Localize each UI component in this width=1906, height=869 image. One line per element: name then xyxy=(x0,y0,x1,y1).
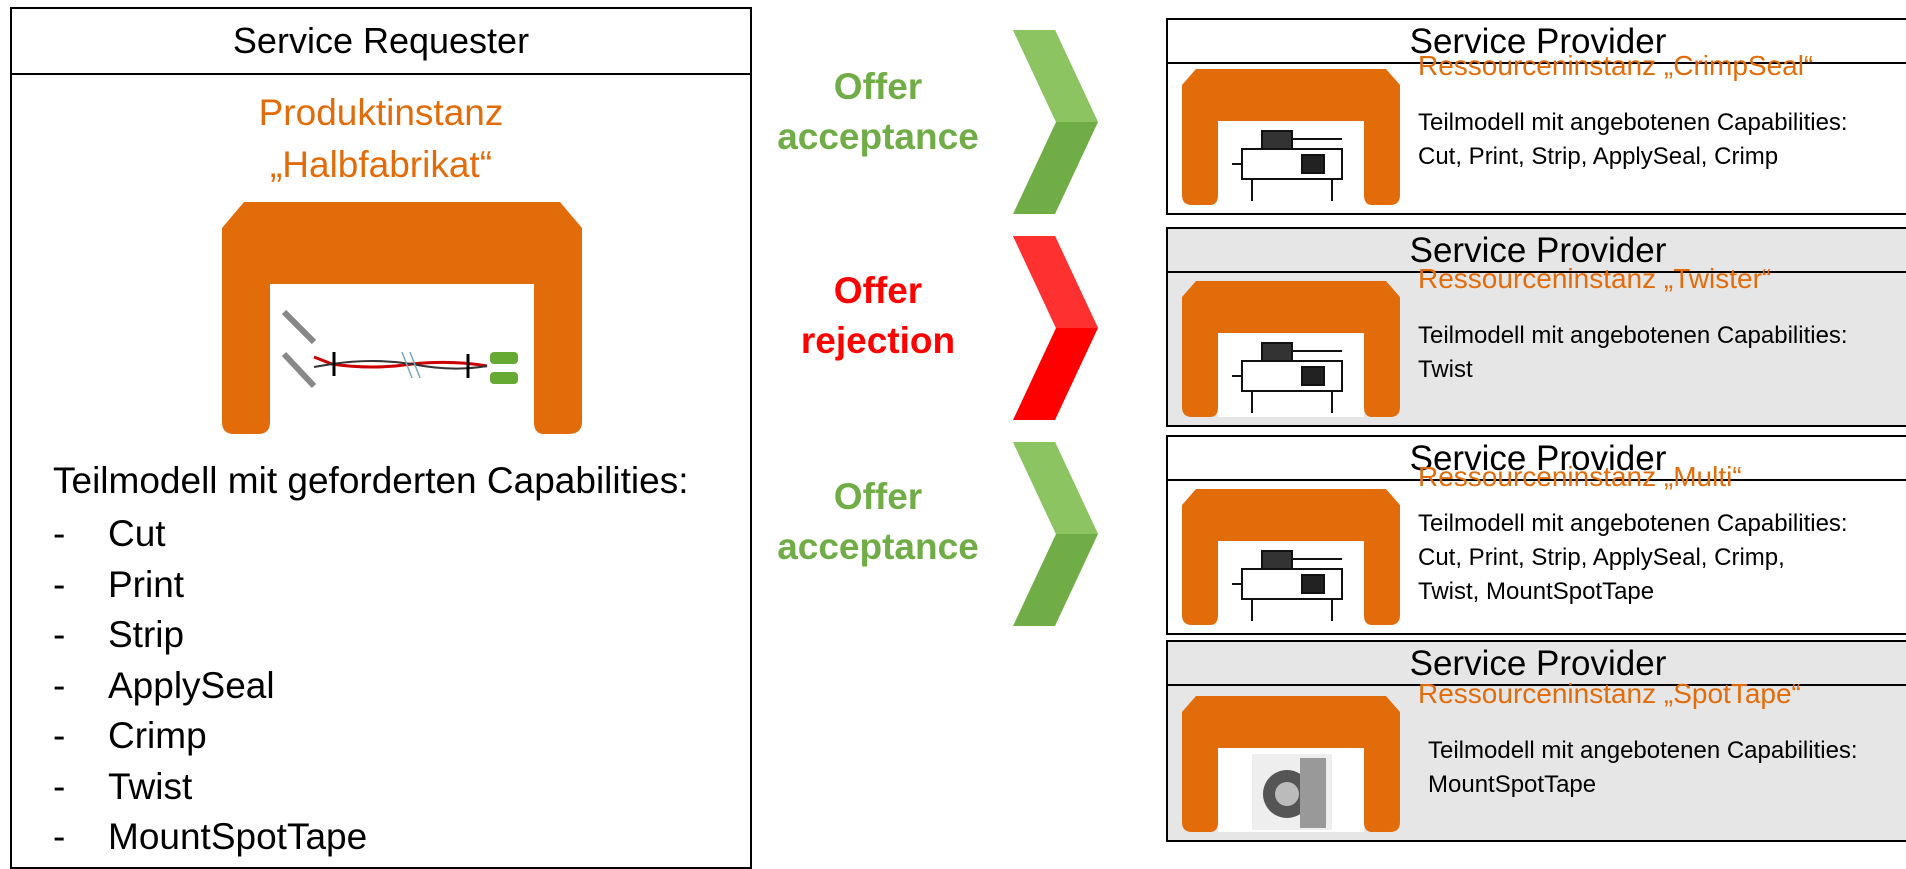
list-dash: - xyxy=(53,563,66,605)
product-holder-icon xyxy=(222,202,582,434)
capability-label: Crimp xyxy=(108,715,207,756)
capability-label: Twist xyxy=(108,765,193,807)
list-dash: - xyxy=(53,513,66,554)
resource-instance-title: Ressourceninstanz „CrimpSeal“ xyxy=(1418,50,1814,81)
list-dash: - xyxy=(53,765,66,807)
offered-capabilities-values: MountSpotTape xyxy=(1428,771,1597,798)
service-requester-header: Service Requester xyxy=(12,9,750,75)
list-dash: - xyxy=(53,816,66,857)
machine-photo-icon xyxy=(1232,342,1343,413)
offered-capabilities-label: Teilmodell mit angebotenen Capabilities: xyxy=(1418,322,1848,349)
service-provider-header: Service Provider xyxy=(1168,642,1906,686)
machine-photo-icon xyxy=(1252,754,1332,830)
capability-label: ApplySeal xyxy=(108,664,275,706)
accept-chevron-icon-2 xyxy=(1013,442,1098,626)
resource-instance-title: Ressourceninstanz „Multi“ xyxy=(1418,461,1742,492)
offered-capabilities-text: Teilmodell mit angebotenen Capabilities:… xyxy=(1418,319,1848,387)
accept-chevron-icon-1 xyxy=(1013,30,1098,214)
product-instance-line2: „Halbfabrikat“ xyxy=(269,144,493,185)
capability-label: MountSpotTape xyxy=(108,816,368,857)
machine-photo-icon xyxy=(1232,130,1343,201)
offered-capabilities-values: Cut, Print, Strip, ApplySeal, Crimp xyxy=(1418,143,1779,170)
service-provider-header: Service Provider xyxy=(1168,437,1906,481)
offered-capabilities-values: Twist, MountSpotTape xyxy=(1418,578,1655,605)
offered-capabilities-text: Teilmodell mit angebotenen Capabilities:… xyxy=(1428,734,1858,802)
offered-capabilities-values: Twist xyxy=(1418,356,1473,383)
product-instance-line1: Produktinstanz xyxy=(258,92,504,133)
capability-label: Strip xyxy=(108,614,185,655)
resource-holder-icon xyxy=(1182,281,1400,417)
machine-photo-icon xyxy=(1232,550,1343,621)
offered-capabilities-label: Teilmodell mit angebotenen Capabilities: xyxy=(1418,510,1848,537)
offered-capabilities-values: Cut, Print, Strip, ApplySeal, Crimp, xyxy=(1418,544,1785,571)
list-dash: - xyxy=(53,664,66,706)
capability-label: Cut xyxy=(108,513,166,554)
offered-capabilities-label: Teilmodell mit angebotenen Capabilities: xyxy=(1428,737,1858,764)
required-capabilities-list: -Cut-Print-Strip-ApplySeal-Crimp-Twist-M… xyxy=(53,509,653,869)
reject-chevron-icon xyxy=(1013,236,1098,420)
resource-instance-title: Ressourceninstanz „SpotTape“ xyxy=(1418,678,1801,709)
resource-instance-title: Ressourceninstanz „Twister“ xyxy=(1418,263,1772,294)
required-capabilities-title: Teilmodell mit geforderten Capabilities: xyxy=(53,460,689,501)
resource-holder-icon xyxy=(1182,489,1400,625)
product-instance-title: Produktinstanz „Halbfabrikat“ xyxy=(12,87,750,191)
service-provider-header: Service Provider xyxy=(1168,229,1906,273)
resource-holder-icon xyxy=(1182,69,1400,205)
list-dash: - xyxy=(53,614,66,655)
offered-capabilities-text: Teilmodell mit angebotenen Capabilities:… xyxy=(1418,106,1848,174)
resource-holder-icon xyxy=(1182,696,1400,832)
cable-assembly-icon xyxy=(281,309,518,389)
service-requester-box: Service Requester Produktinstanz „Halbfa… xyxy=(10,7,752,869)
service-provider-header: Service Provider xyxy=(1168,20,1906,64)
offered-capabilities-label: Teilmodell mit angebotenen Capabilities: xyxy=(1418,109,1848,136)
list-dash: - xyxy=(53,715,66,756)
capability-label: Print xyxy=(108,563,185,605)
offered-capabilities-text: Teilmodell mit angebotenen Capabilities:… xyxy=(1418,507,1848,609)
